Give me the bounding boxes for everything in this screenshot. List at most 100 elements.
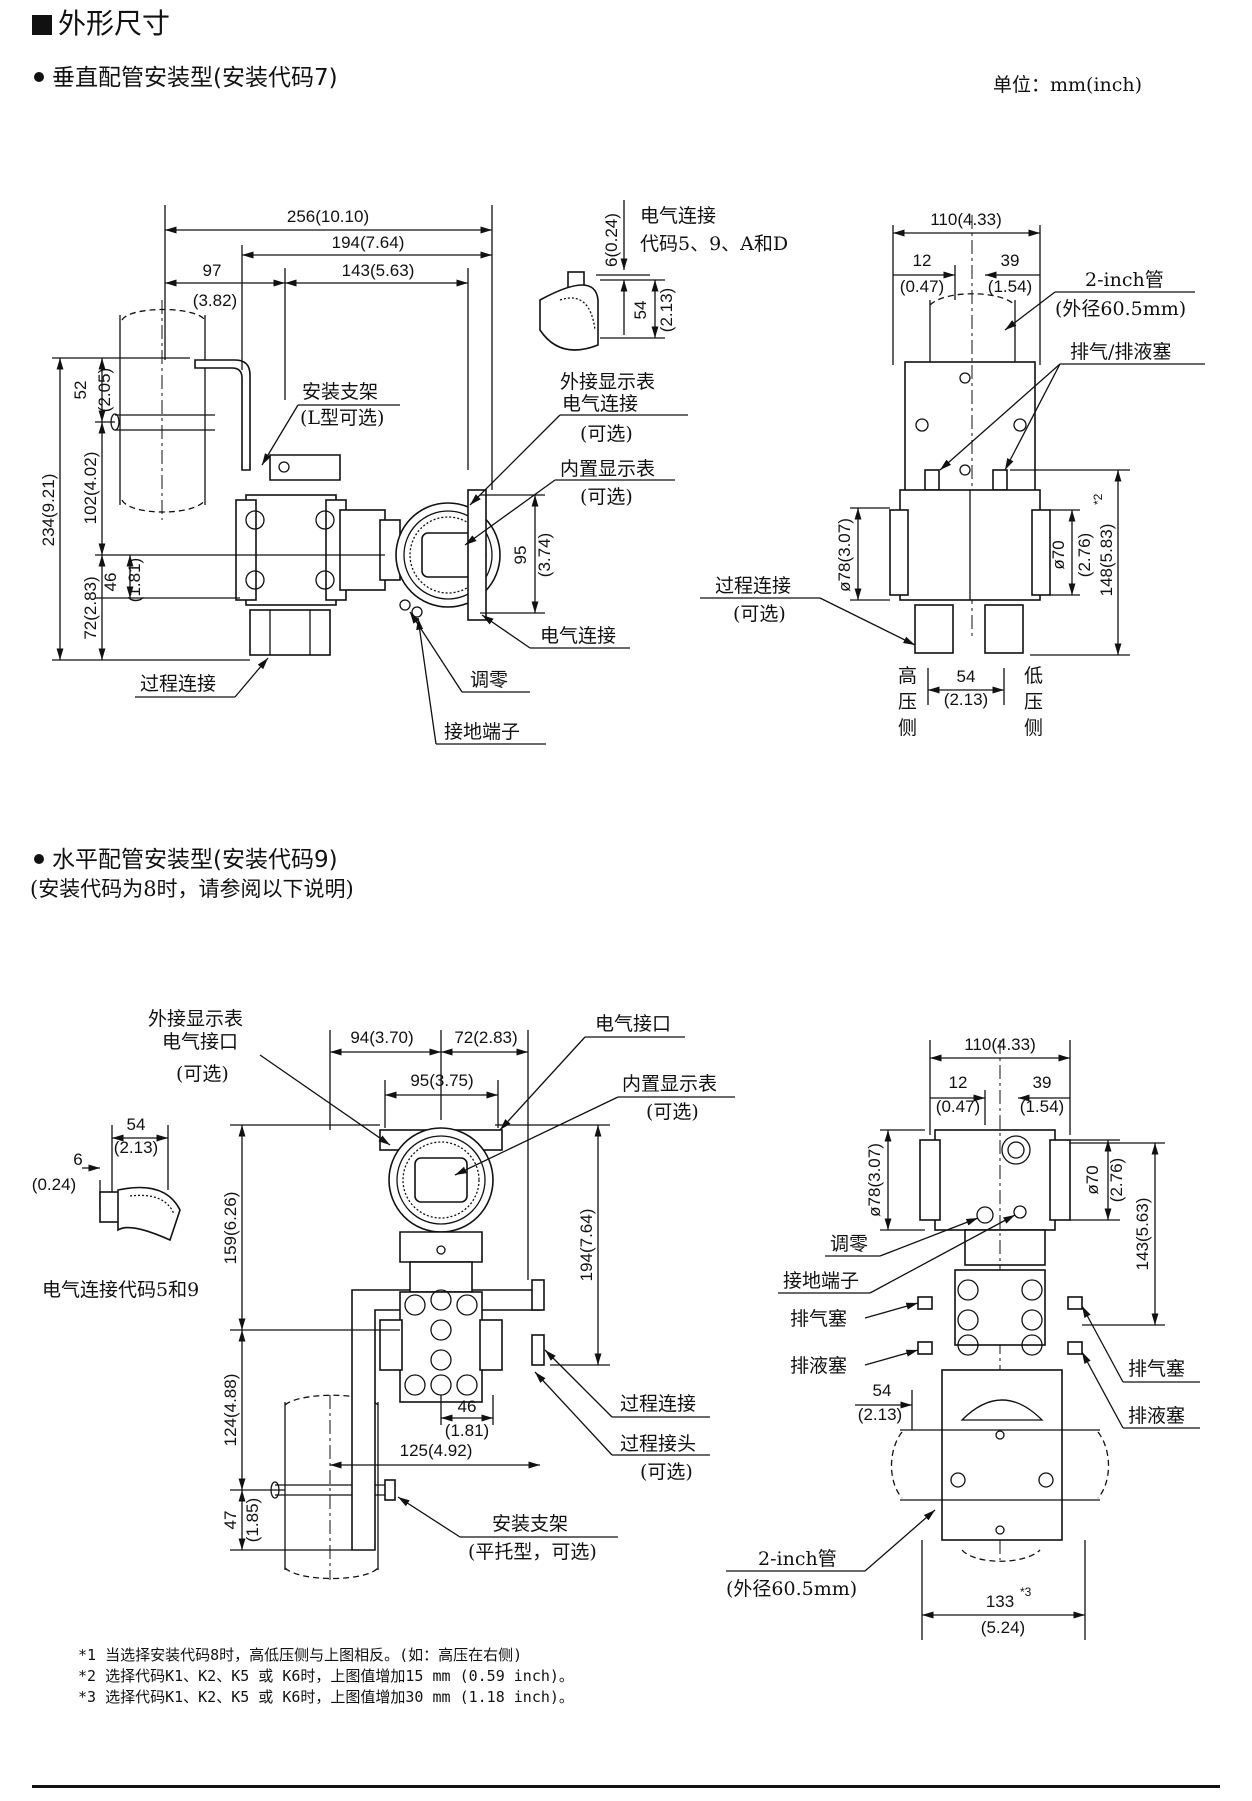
process-conn-label: 过程连接 — [620, 1393, 696, 1415]
dim-46-inch: (1.81) — [125, 558, 144, 602]
footnote-3: *3 选择代码K1、K2、K5 或 K6时，上图值增加30 mm (1.18 i… — [78, 1688, 574, 1706]
dim-54: 54 — [127, 1115, 146, 1134]
ext-display-optional-label: (可选) — [176, 1063, 229, 1085]
note-ref-2: *2 — [1091, 493, 1105, 505]
process-conn-label: 过程连接 — [715, 575, 791, 597]
footnotes: *1 当选择安装代码8时，高低压侧与上图相反。(如：高压在右侧) *2 选择代码… — [78, 1645, 574, 1708]
elec-conn-bottom-label: 电气连接 — [540, 625, 616, 647]
drain-plug-right-label: 排液塞 — [1128, 1405, 1185, 1427]
vent-plug-left-label: 排气塞 — [790, 1308, 847, 1330]
zero-adjust-screw — [399, 599, 411, 611]
dim-148: 148(5.83) — [1097, 524, 1116, 597]
dim-110: 110(4.33) — [930, 210, 1002, 229]
dim-72: 72(2.83) — [454, 1028, 517, 1047]
dim-70-diameter: ø70 — [1049, 540, 1068, 569]
bracket-option-label: (L型可选) — [300, 407, 384, 429]
pipe-od-label: (外径60.5mm) — [726, 1578, 857, 1600]
zero-adjust-label: 调零 — [830, 1233, 868, 1255]
dim-46-inch: (1.81) — [445, 1421, 489, 1440]
dim-94: 94(3.70) — [350, 1028, 413, 1047]
pipe-break-left — [890, 1431, 903, 1499]
dim-125: 125(4.92) — [400, 1441, 473, 1460]
dim-6: 6(0.24) — [602, 213, 621, 267]
dim-143: 143(5.63) — [1133, 1198, 1152, 1271]
elec-conn-codes-label: 代码5、9、A和D — [640, 233, 788, 255]
vent-plug-left — [917, 1296, 933, 1310]
amplifier-neck — [339, 509, 386, 591]
u-bolt — [115, 414, 215, 431]
flange-bolt-icon — [315, 570, 335, 590]
low-side-label: 低 — [1024, 665, 1043, 687]
pipe-bottom-break — [284, 1567, 379, 1580]
vent-plug-left — [924, 469, 940, 491]
dim-39-inch: (1.54) — [1020, 1097, 1064, 1116]
footnote-2: *2 选择代码K1、K2、K5 或 K6时，上图值增加15 mm (0.59 i… — [78, 1667, 574, 1685]
dim-194: 194(7.64) — [332, 233, 405, 252]
process-head-optional-label: (可选) — [640, 1461, 693, 1483]
int-display-label: 内置显示表 — [622, 1073, 717, 1095]
drain-plug-right — [1067, 1341, 1083, 1355]
page-title-text: 外形尺寸 — [58, 7, 171, 40]
dim-78-diameter: ø78(3.07) — [865, 1143, 884, 1217]
low-side-label: 侧 — [1024, 717, 1043, 739]
dim-12-inch: (0.47) — [900, 277, 944, 296]
elec-code-label: 电气连接代码5和9 — [42, 1279, 199, 1301]
dim-102: 102(4.02) — [81, 452, 100, 525]
dim-70-inch: (2.76) — [1075, 533, 1094, 577]
inset-electrical-code-5-9: 54 (2.13) 6 (0.24) 电气连接代码5和9 — [32, 1115, 199, 1301]
dim-72: 72(2.83) — [81, 576, 100, 639]
dim-52-inch: (2.05) — [95, 368, 114, 412]
bolt-icon — [950, 1472, 966, 1488]
dim-143: 143(5.63) — [342, 261, 415, 280]
dim-97-inch: (3.82) — [193, 291, 237, 310]
high-side-label: 高 — [898, 665, 917, 687]
process-port-low — [984, 604, 1024, 654]
ext-display-optional-label: (可选) — [580, 423, 633, 445]
dim-6: 6 — [73, 1150, 82, 1169]
process-conn-optional-label: (可选) — [733, 603, 786, 625]
bracket-label: 安装支架 — [302, 381, 378, 403]
dim-110: 110(4.33) — [964, 1035, 1036, 1054]
pipe-label: 2-inch管 — [1085, 269, 1164, 291]
vent-plug-right — [1067, 1296, 1083, 1310]
zero-adjust-label: 调零 — [470, 669, 508, 691]
pipe-saddle — [960, 1399, 1044, 1421]
display-window — [421, 532, 475, 578]
dim-39: 39 — [1033, 1073, 1052, 1092]
unit-label: 单位：mm(inch) — [993, 74, 1143, 96]
dim-47-inch: (1.85) — [243, 1498, 262, 1542]
elec-port-label: 电气接口 — [595, 1013, 671, 1035]
process-flange-bolt — [531, 1334, 545, 1366]
electrical-port-icon — [1001, 1135, 1031, 1165]
dim-95: 95 — [511, 546, 530, 565]
bullet-icon — [34, 854, 44, 864]
dim-54-inch: (2.13) — [858, 1405, 902, 1424]
ground-terminal-label: 接地端子 — [444, 721, 520, 743]
dim-194: 194(7.64) — [577, 1209, 596, 1282]
dim-46: 46 — [458, 1397, 477, 1416]
page-title: 外形尺寸 — [32, 2, 170, 42]
dim-12-inch: (0.47) — [936, 1097, 980, 1116]
flange-left — [235, 499, 257, 601]
flange-bolt-icon — [245, 570, 265, 590]
dim-54-inch: (2.13) — [944, 690, 988, 709]
ext-display-label: 外接显示表 — [560, 371, 655, 393]
capsule-body — [399, 1291, 483, 1403]
bolt-icon — [1038, 1472, 1054, 1488]
inset-electrical-connection: 6(0.24) 54 (2.13) 电气连接 代码5、9、A和D — [539, 200, 788, 351]
dim-12: 12 — [913, 251, 932, 270]
bolt-icon — [915, 418, 929, 432]
pipe-break-right — [1097, 1431, 1110, 1499]
dim-234: 234(9.21) — [39, 474, 58, 547]
display-window — [414, 1157, 468, 1203]
high-side-label: 压 — [898, 691, 917, 713]
low-side-label: 压 — [1024, 691, 1043, 713]
section-heading-horizontal: 水平配管安装型(安装代码9) — [34, 840, 338, 874]
dim-54-inch: (2.13) — [114, 1138, 158, 1157]
dim-78-diameter: ø78(3.07) — [835, 518, 854, 592]
int-display-optional-label: (可选) — [646, 1101, 699, 1123]
bullet-icon — [34, 72, 44, 82]
mounting-bracket — [941, 1369, 1063, 1541]
figure-horizontal-front: 54 (2.13) 6 (0.24) 电气连接代码5和9 — [32, 1008, 735, 1580]
